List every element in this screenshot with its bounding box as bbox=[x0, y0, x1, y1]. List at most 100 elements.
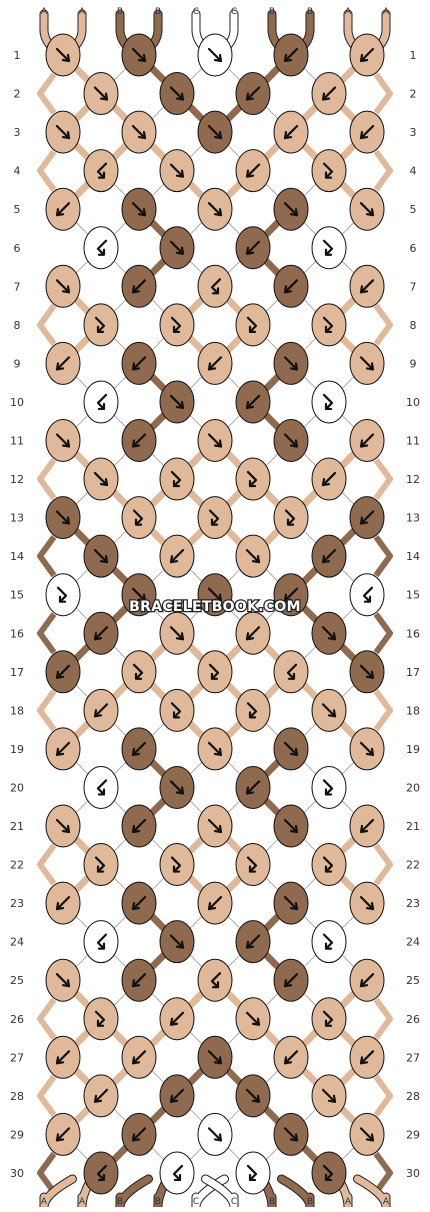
row-number-left: 9 bbox=[14, 357, 21, 370]
knot-forward-backward-knot bbox=[311, 997, 347, 1041]
knot-arrow-icon bbox=[96, 162, 108, 179]
knot-backward-knot bbox=[311, 457, 347, 501]
knot-backward-knot bbox=[349, 958, 385, 1002]
row-number-right: 24 bbox=[406, 936, 420, 949]
knot-arrow-icon bbox=[96, 1164, 108, 1182]
knot-oval bbox=[197, 496, 233, 540]
row-number-right: 12 bbox=[406, 473, 420, 486]
knot-arrow-icon bbox=[169, 86, 185, 101]
knot-forward-knot bbox=[121, 573, 157, 617]
knot-arrow-icon bbox=[169, 1011, 185, 1026]
knot-arrow-icon bbox=[207, 1127, 223, 1142]
knot-arrow-icon bbox=[246, 702, 258, 719]
knot-backward-knot bbox=[83, 1074, 119, 1118]
knot-backward-knot bbox=[121, 419, 157, 462]
knot-forward-knot bbox=[45, 804, 81, 848]
knot-forward-knot bbox=[45, 496, 81, 540]
knot-arrow-icon bbox=[55, 356, 71, 371]
row-number-left: 25 bbox=[10, 974, 24, 987]
knot-forward-knot bbox=[121, 187, 157, 231]
knot-oval bbox=[83, 765, 119, 809]
row-number-right: 27 bbox=[406, 1051, 420, 1064]
knot-forward-knot bbox=[159, 765, 195, 809]
knot-forward-knot bbox=[159, 611, 195, 655]
edge-thread-right bbox=[373, 689, 393, 732]
knot-forward-knot bbox=[197, 187, 233, 231]
knot-arrow-icon bbox=[207, 202, 223, 217]
knot-forward-backward-knot bbox=[311, 149, 347, 193]
knot-oval bbox=[197, 958, 233, 1002]
knot-forward-knot bbox=[159, 226, 195, 270]
knot-arrow-icon bbox=[169, 934, 185, 949]
knot-arrow-icon bbox=[55, 202, 71, 217]
knot-arrow-icon bbox=[55, 433, 71, 448]
knot-arrow-icon bbox=[170, 702, 182, 719]
knot-arrow-icon bbox=[94, 856, 106, 873]
knot-arrow-icon bbox=[208, 509, 220, 526]
knot-arrow-icon bbox=[245, 934, 261, 949]
knot-forward-knot bbox=[349, 650, 385, 694]
knot-arrow-icon bbox=[131, 125, 147, 140]
knot-backward-knot bbox=[121, 881, 157, 925]
knot-arrow-icon bbox=[359, 1050, 375, 1065]
row-number-left: 23 bbox=[10, 897, 24, 910]
knot-arrow-icon bbox=[55, 1127, 71, 1142]
knot-backward-forward-knot bbox=[83, 1151, 119, 1195]
edge-thread-left bbox=[37, 612, 57, 655]
knot-forward-backward-knot bbox=[45, 573, 81, 617]
knot-oval bbox=[83, 380, 119, 424]
knot-oval bbox=[311, 843, 347, 887]
knot-oval bbox=[121, 650, 157, 694]
knot-arrow-icon bbox=[131, 587, 147, 602]
row-number-right: 18 bbox=[406, 704, 420, 717]
thread-label-bottom: B bbox=[269, 1197, 275, 1207]
knot-backward-knot bbox=[121, 727, 157, 771]
row-number-left: 7 bbox=[14, 280, 21, 293]
knot-arrow-icon bbox=[283, 1050, 299, 1065]
row-number-right: 28 bbox=[406, 1090, 420, 1103]
knot-forward-backward-knot bbox=[311, 920, 347, 964]
edge-thread-left bbox=[37, 226, 57, 269]
strand-tail-bottom bbox=[278, 1175, 314, 1208]
knot-forward-knot bbox=[121, 33, 157, 77]
knot-arrow-icon bbox=[169, 1088, 185, 1103]
edge-thread-left bbox=[37, 689, 57, 732]
knot-backward-forward-knot bbox=[83, 149, 119, 193]
knot-arrow-icon bbox=[283, 741, 299, 757]
edge-thread-right bbox=[373, 226, 393, 269]
knot-arrow-icon bbox=[93, 1088, 109, 1103]
row-number-left: 5 bbox=[14, 203, 21, 216]
knot-forward-knot bbox=[45, 110, 81, 154]
row-number-right: 9 bbox=[410, 357, 417, 370]
knot-forward-knot bbox=[349, 341, 385, 385]
knot-oval bbox=[311, 303, 347, 347]
knot-arrow-icon bbox=[284, 509, 296, 526]
knot-arrow-icon bbox=[93, 549, 109, 564]
knot-arrow-icon bbox=[55, 279, 71, 294]
knot-arrow-icon bbox=[55, 125, 71, 140]
knot-arrow-icon bbox=[207, 741, 223, 757]
knot-backward-knot bbox=[273, 1035, 309, 1079]
knot-backward-forward-knot bbox=[197, 958, 233, 1002]
row-number-left: 3 bbox=[14, 126, 21, 139]
knot-forward-backward-knot bbox=[311, 1151, 347, 1195]
knot-forward-backward-knot bbox=[159, 843, 195, 887]
knot-arrow-icon bbox=[131, 818, 147, 834]
edge-thread-left bbox=[37, 997, 57, 1040]
row-number-right: 23 bbox=[406, 897, 420, 910]
knot-arrow-icon bbox=[131, 895, 147, 911]
knot-oval bbox=[83, 920, 119, 964]
knot-arrow-icon bbox=[207, 587, 223, 602]
knot-backward-knot bbox=[311, 72, 347, 116]
knot-arrow-icon bbox=[322, 393, 334, 411]
knot-arrow-icon bbox=[322, 239, 334, 256]
knot-arrow-icon bbox=[245, 626, 261, 641]
knot-backward-knot bbox=[349, 33, 385, 77]
knot-oval bbox=[235, 457, 271, 501]
row-number-left: 22 bbox=[10, 859, 24, 872]
knot-backward-knot bbox=[83, 688, 119, 732]
knot-arrow-icon bbox=[207, 895, 223, 911]
knot-backward-knot bbox=[45, 187, 81, 231]
knot-arrow-icon bbox=[246, 316, 258, 333]
